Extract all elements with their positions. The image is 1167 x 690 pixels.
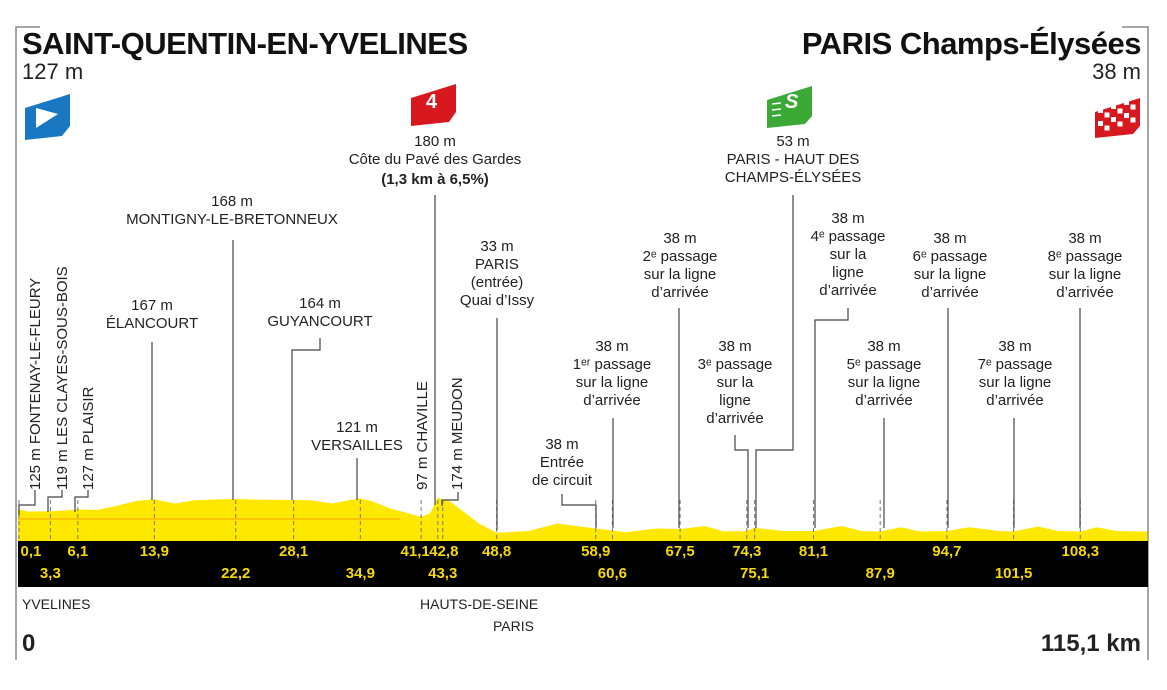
start-town: SAINT-QUENTIN-EN-YVELINES	[22, 26, 468, 61]
axis-end: 115,1 km	[1040, 630, 1141, 657]
waypoint-guyancourt: 164 m GUYANCOURT	[267, 295, 373, 330]
frame	[15, 26, 1149, 660]
km-label-bottom: 87,9	[865, 565, 895, 582]
waypoint-fontenay: 125 m FONTENAY-LE-FLEURY	[27, 277, 44, 490]
waypoint-elancourt: 167 m ÉLANCOURT	[105, 297, 199, 332]
km-band	[18, 541, 1148, 587]
km-label-top: 94,7	[932, 543, 962, 560]
sprint-icon	[767, 86, 812, 128]
km-label-top: 13,9	[139, 543, 169, 560]
km-label-top: 48,8	[482, 543, 512, 560]
start-icon	[25, 94, 70, 140]
waypoint-versailles: 121 m VERSAILLES	[311, 419, 403, 454]
sprint-label-text: 53 m PARIS - HAUT DES CHAMPS-ÉLYSÉES	[724, 133, 862, 186]
region-hauts-de-seine: HAUTS-DE-SEINE	[420, 596, 539, 612]
finish-flag-icon	[1095, 98, 1140, 138]
km-label-bottom: 22,2	[221, 565, 251, 582]
km-label-top: 0,1	[20, 543, 42, 560]
waypoint-montigny: 168 m MONTIGNY-LE-BRETONNEUX	[126, 193, 338, 228]
km-label-top: 108,3	[1061, 543, 1100, 560]
km-label-bottom: 101,5	[994, 565, 1033, 582]
finish-passage-5: 38 m 5ᵉ passage sur la ligne d’arrivée	[846, 338, 922, 409]
leader-lines	[18, 195, 1081, 530]
climb-category-icon	[411, 84, 456, 126]
km-label-bottom: 60,6	[597, 565, 628, 582]
waypoint-paris-entree: 33 m PARIS (entrée) Quai d’Issy	[459, 238, 535, 309]
climb-label: 180 m Côte du Pavé des Gardes	[348, 133, 522, 168]
climb-category-label: 4	[426, 91, 438, 113]
finish-passage-7: 38 m 7ᵉ passage sur la ligne d’arrivée	[977, 338, 1053, 409]
climb-detail: (1,3 km à 6,5%)	[381, 171, 489, 188]
sprint-label: S	[785, 91, 799, 113]
finish-passage-4: 38 m 4ᵉ passage sur la ligne d’arrivée	[810, 210, 886, 299]
km-label-top: 28,1	[279, 543, 309, 560]
km-label-bottom: 3,3	[39, 565, 61, 582]
waypoint-plaisir: 127 m PLAISIR	[80, 386, 97, 490]
waypoint-meudon: 174 m MEUDON	[449, 377, 466, 490]
km-label-top: 81,1	[798, 543, 829, 560]
km-label-top: 6,1	[67, 543, 89, 560]
axis-start: 0	[22, 630, 36, 657]
finish-town: PARIS Champs-Élysées	[801, 26, 1142, 61]
km-label-bottom: 75,1	[740, 565, 770, 582]
finish-passage-8: 38 m 8ᵉ passage sur la ligne d’arrivée	[1047, 230, 1123, 301]
km-label-bottom: 43,3	[428, 565, 458, 582]
region-paris: PARIS	[493, 618, 534, 634]
start-altitude: 127 m	[22, 59, 84, 84]
finish-passage-3: 38 m 3ᵉ passage sur la ligne d’arrivée	[697, 338, 773, 427]
finish-passage-2: 38 m 2ᵉ passage sur la ligne d’arrivée	[642, 230, 718, 301]
finish-passage-1: 38 m 1ᵉʳ passage sur la ligne d’arrivée	[572, 338, 652, 409]
waypoint-clayes: 119 m LES CLAYES-SOUS-BOIS	[54, 266, 71, 490]
finish-altitude: 38 m	[1092, 59, 1141, 84]
km-label-top: 74,3	[732, 543, 762, 560]
waypoint-entree-circuit: 38 m Entrée de circuit	[531, 436, 593, 489]
km-label-top: 41,1	[400, 543, 430, 560]
region-yvelines: YVELINES	[22, 596, 91, 612]
waypoint-chaville: 97 m CHAVILLE	[414, 381, 431, 490]
km-label-top: 42,8	[429, 543, 459, 560]
km-label-bottom: 34,9	[345, 565, 375, 582]
km-label-top: 58,9	[581, 543, 611, 560]
km-label-top: 67,5	[665, 543, 695, 560]
finish-passage-6: 38 m 6ᵉ passage sur la ligne d’arrivée	[912, 230, 988, 301]
elevation-profile	[18, 497, 1147, 541]
